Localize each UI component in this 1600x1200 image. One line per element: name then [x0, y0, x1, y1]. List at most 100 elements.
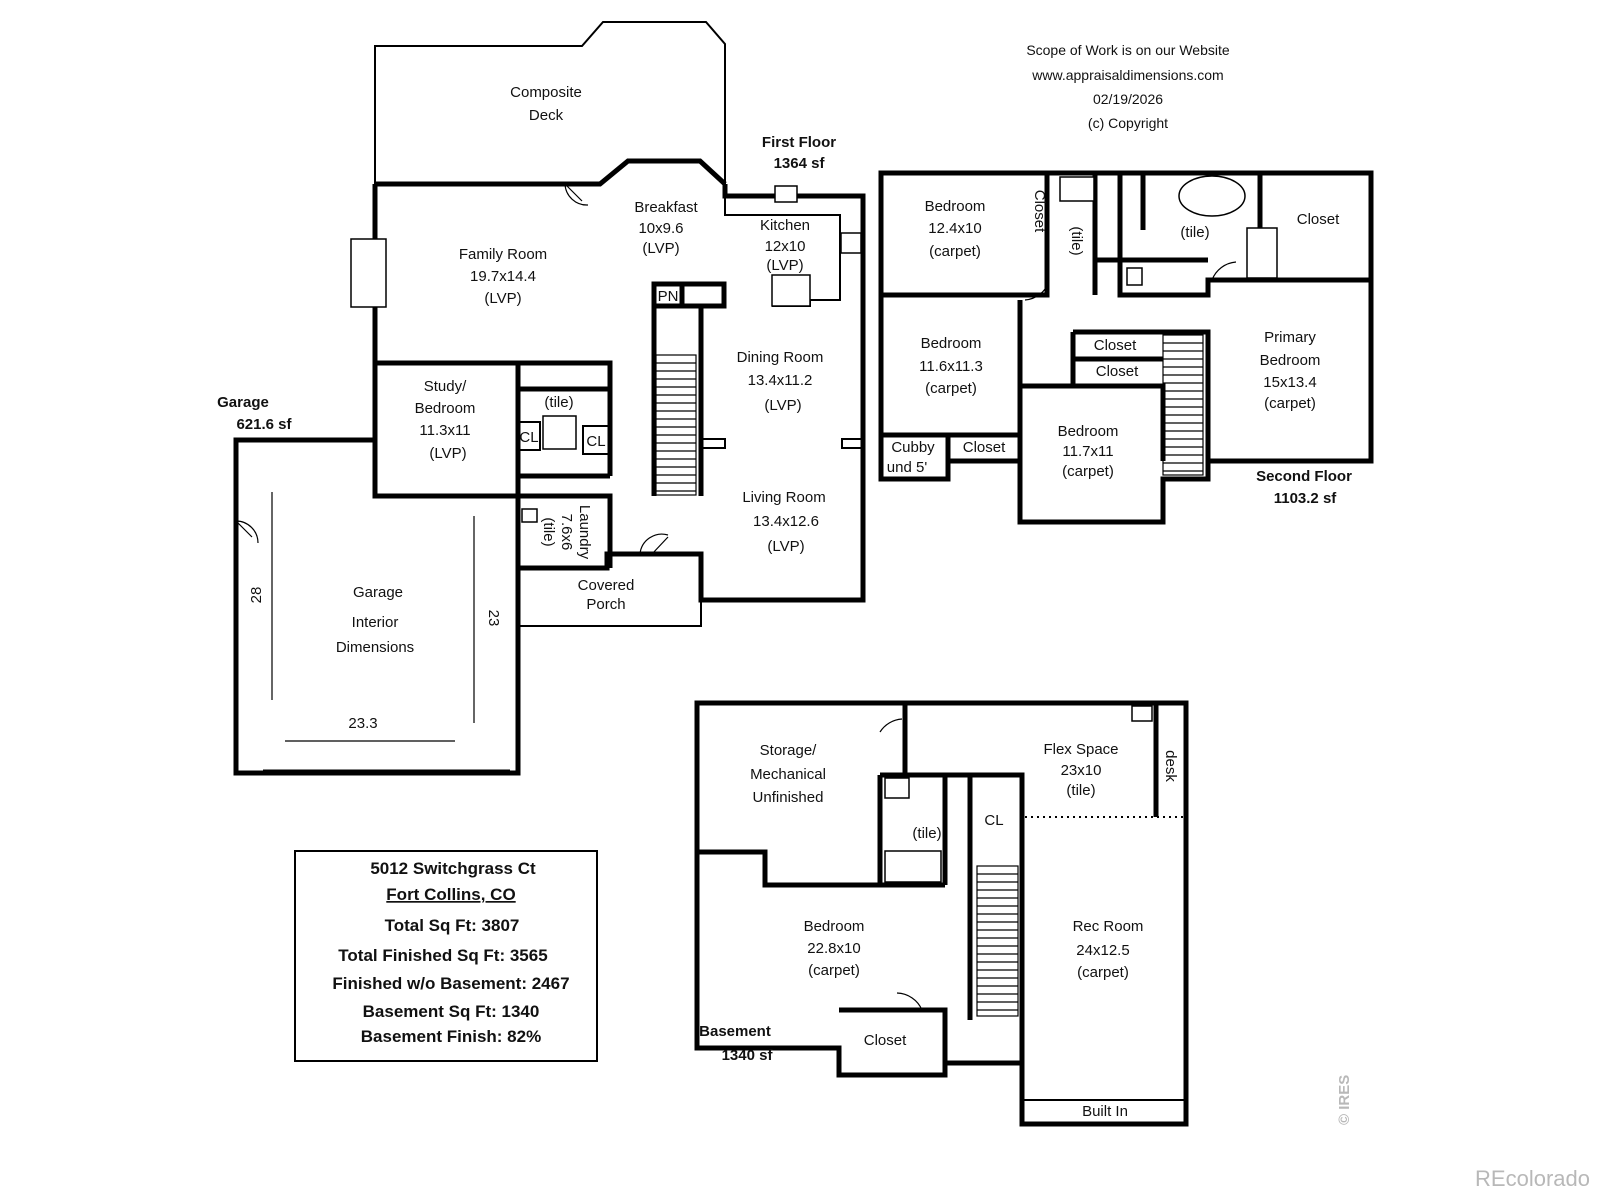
laundry-dim: 7.6x6: [558, 514, 575, 551]
basement-cl: CL: [984, 812, 1003, 829]
primary-label-2: Bedroom: [1260, 352, 1321, 369]
closet-vertical: Closet: [1031, 190, 1048, 233]
basement-shower-icon: [884, 850, 942, 883]
flex-floor: (tile): [1066, 782, 1095, 799]
city: Fort Collins, CO: [386, 885, 515, 904]
half-wall-right: [841, 438, 864, 449]
family-floor: (LVP): [484, 290, 521, 307]
primary-bath-tile: (tile): [1180, 224, 1209, 241]
bay-window-wall: [375, 158, 727, 187]
bed1-dim: 12.4x10: [928, 220, 981, 237]
pantry-cabinet: [682, 281, 727, 309]
basement-bath-tile: (tile): [912, 825, 941, 842]
laundry-walls: [518, 493, 613, 568]
basement-finish: Basement Finish: 82%: [361, 1027, 541, 1046]
laundry-group: Laundry 7.6x6 (tile): [540, 505, 593, 560]
ires-watermark: © IRES: [1336, 1074, 1353, 1125]
primary-floor: (carpet): [1264, 395, 1316, 412]
total-sqft: Total Sq Ft: 3807: [385, 916, 520, 935]
bed2-dim: 11.6x11.3: [919, 358, 983, 375]
garage-label-3: Dimensions: [336, 639, 414, 656]
finished-sqft: Total Finished Sq Ft: 3565: [338, 946, 547, 965]
porch-label: Covered: [578, 577, 635, 594]
laundry-floor: (tile): [540, 517, 557, 546]
breakfast-label: Breakfast: [634, 199, 698, 216]
summary-box: 5012 Switchgrass Ct Fort Collins, CO Tot…: [294, 850, 598, 1062]
garage-dim-left: 28: [248, 587, 265, 604]
stair-wall: [651, 306, 704, 496]
door-arc-bed1: [1024, 281, 1050, 301]
desk-label: desk: [1162, 750, 1179, 782]
dining-floor: (LVP): [764, 397, 801, 414]
closet-c: Closet: [963, 439, 1006, 456]
closet-box-1: [517, 421, 541, 451]
basement-walls: [697, 700, 1159, 1063]
rec-floor: (carpet): [1077, 964, 1129, 981]
closet-a: Closet: [1094, 337, 1137, 354]
scope-note: Scope of Work is on our Website: [1026, 42, 1230, 58]
basement-bedroom-dim: 22.8x10: [807, 940, 860, 957]
family-dim: 19.7x14.4: [470, 268, 536, 285]
basement: Basement 1340 sf Storage/ Mechanical Unf…: [694, 700, 1189, 1127]
bathtub-icon: [1059, 176, 1095, 202]
family-label: Family Room: [459, 246, 547, 263]
finished-no-basement: Finished w/o Basement: 2467: [332, 974, 569, 993]
garage-door-arc: [235, 520, 259, 544]
study-dim: 11.3x11: [419, 422, 470, 439]
cubby-note: und 5': [887, 459, 928, 476]
storage-label-3: Unfinished: [753, 789, 824, 806]
basement-toilet-icon: [884, 777, 910, 799]
kitchen-dim: 12x10: [765, 238, 806, 255]
garage-title: Garage: [217, 394, 269, 411]
closet-label-2: CL: [586, 433, 605, 450]
kitchen-island: [771, 274, 811, 307]
basement-sqft: Basement Sq Ft: 1340: [363, 1002, 540, 1021]
bed3-label: Bedroom: [1058, 423, 1119, 440]
bed3-dim: 11.7x11: [1062, 443, 1113, 460]
porch-label-2: Porch: [586, 596, 625, 613]
storage-label-2: Mechanical: [750, 766, 826, 783]
first-floor-area: 1364 sf: [774, 155, 826, 172]
bed3-floor: (carpet): [1062, 463, 1114, 480]
flex-label: Flex Space: [1043, 741, 1118, 758]
garage-dim-right: 23: [485, 610, 502, 627]
basement-sink-icon: [1131, 705, 1153, 722]
garage-area: 621.6 sf: [236, 416, 292, 433]
deck-label: Composite: [510, 84, 582, 101]
deck-outline: [374, 21, 726, 184]
shower-icon: [542, 415, 577, 450]
breakfast-dim: 10x9.6: [638, 220, 683, 237]
first-bath-tile: (tile): [544, 394, 573, 411]
dining-dim: 13.4x11.2: [748, 372, 813, 389]
rec-dim: 24x12.5: [1076, 942, 1129, 959]
door-arc-primary: [1211, 261, 1237, 281]
garage: Garage 621.6 sf Garage Interior Dimensio…: [217, 394, 521, 776]
fireplace-icon: [350, 238, 387, 308]
address: 5012 Switchgrass Ct: [370, 859, 536, 878]
second-floor: Second Floor 1103.2 sf Bedroom 12.4x10 (…: [878, 170, 1374, 525]
dining-label: Dining Room: [737, 349, 824, 366]
primary-shower-icon: [1246, 227, 1278, 279]
closet-b: Closet: [1096, 363, 1139, 380]
living-floor: (LVP): [767, 538, 804, 555]
rec-label: Rec Room: [1073, 918, 1144, 935]
second-floor-area: 1103.2 sf: [1274, 490, 1338, 507]
first-floor-stairs: [655, 354, 697, 496]
stove-icon: [840, 232, 862, 254]
first-floor: [350, 21, 866, 627]
summary-border: [294, 850, 598, 1062]
kitchen-label: Kitchen: [760, 217, 810, 234]
second-floor-stairs: [1162, 334, 1204, 476]
primary-dim: 15x13.4: [1263, 374, 1316, 391]
second-floor-title: Second Floor: [1256, 468, 1352, 485]
garage-dim-bottom: 23.3: [348, 715, 377, 732]
living-label: Living Room: [742, 489, 825, 506]
kitchen-floor: (LVP): [766, 257, 803, 274]
half-wall: [700, 438, 726, 449]
study-label-2: Bedroom: [415, 400, 476, 417]
first-floor-title: First Floor: [762, 134, 836, 151]
kitchen-sink-icon: [774, 185, 798, 203]
door-arc-porch: [639, 533, 669, 555]
closet-box-2: [582, 425, 610, 455]
basement-area: 1340 sf: [722, 1047, 774, 1064]
